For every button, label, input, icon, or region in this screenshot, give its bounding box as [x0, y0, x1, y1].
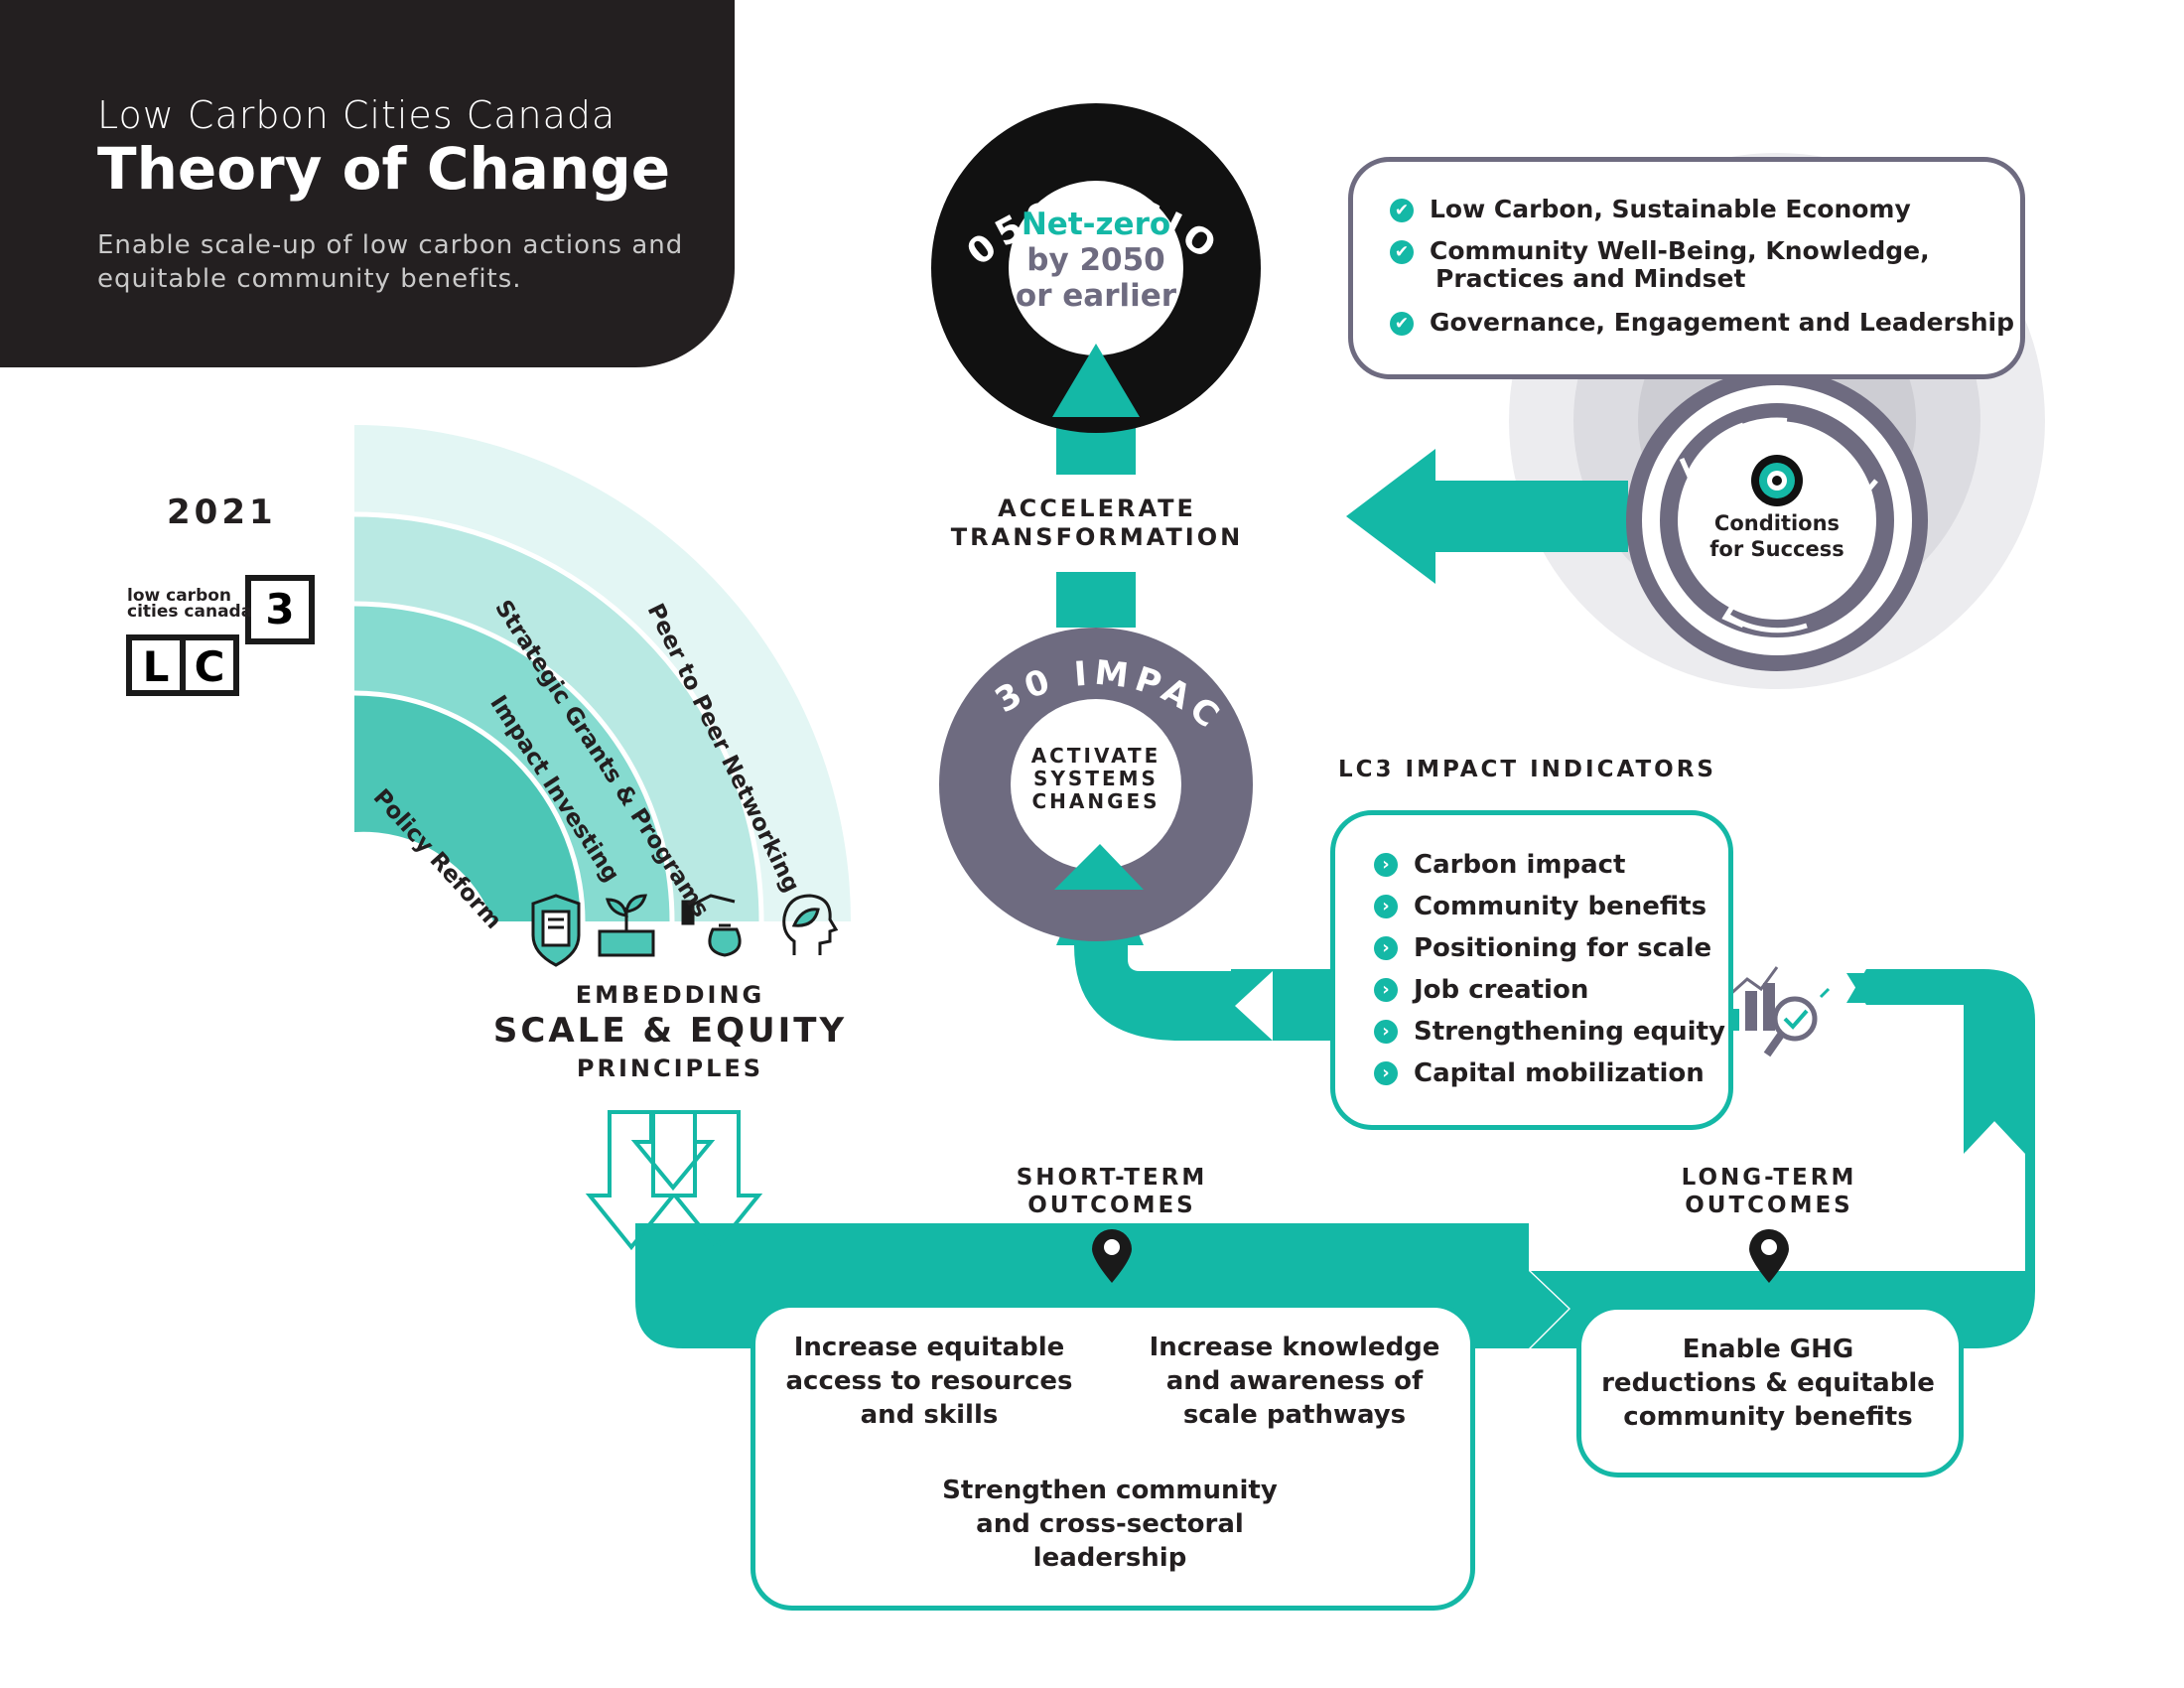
vision-line3: or earlier — [1015, 278, 1177, 314]
short-term-label: SHORT-TERM OUTCOMES — [983, 1164, 1241, 1219]
vision-statement: Net-zero by 2050 or earlier — [1007, 207, 1185, 314]
vision-line1: Net-zero — [1021, 207, 1171, 242]
impact-statement: ACTIVATE SYSTEMS CHANGES — [1013, 745, 1179, 813]
conditions-circle — [1626, 369, 1928, 671]
short-term-knowledge-line2: and awareness of — [1165, 1366, 1424, 1396]
conditions-circle-line2: for Success — [1709, 537, 1844, 561]
page-title: Theory of Change — [97, 135, 671, 203]
accelerate-line2: TRANSFORMATION — [950, 523, 1244, 551]
long-term-loop — [1846, 973, 2029, 1152]
chevron-right-icon: › — [1374, 978, 1398, 1002]
map-pin-icon — [1749, 1229, 1789, 1283]
logo-text-line1: low carbon — [127, 586, 232, 606]
short-term-access-line3: and skills — [860, 1400, 999, 1430]
map-pin-icon — [1092, 1229, 1132, 1283]
logo-text-line2: cities canada — [127, 602, 253, 622]
chevron-right-icon: › — [1374, 1020, 1398, 1044]
conditions-arrow — [1346, 449, 1628, 584]
organization-name: Low Carbon Cities Canada — [97, 93, 616, 137]
short-term-outcome-knowledge: Increase knowledge and awareness of scal… — [1140, 1331, 1449, 1432]
indicator-item: Community benefits — [1414, 892, 1707, 921]
long-term-label-line1: LONG-TERM — [1681, 1165, 1857, 1191]
principles-caption-top: EMBEDDING — [575, 981, 765, 1009]
impact-line1: ACTIVATE — [1030, 744, 1161, 768]
year-label: 2021 — [167, 492, 277, 532]
conditions-circle-line1: Conditions — [1713, 511, 1841, 535]
cycle-arrows-icon — [1679, 422, 1878, 633]
chevron-right-icon: › — [1374, 1061, 1398, 1085]
logo-letter-c: C — [194, 642, 225, 691]
impact-line3: CHANGES — [1031, 789, 1160, 813]
condition-item-2-cont: Practices and Mindset — [1435, 264, 1746, 293]
target-icon — [1751, 455, 1803, 506]
principles-caption-bottom: PRINCIPLES — [576, 1055, 764, 1082]
short-term-box — [751, 1303, 1475, 1611]
principles-down-arrows — [585, 1110, 763, 1251]
condition-item-3: Governance, Engagement and Leadership — [1430, 308, 2015, 337]
short-term-label-line2: OUTCOMES — [1027, 1193, 1196, 1218]
logo-wordmark: low carbon cities canada — [127, 586, 253, 622]
check-icon: ✔ — [1390, 199, 1414, 222]
logo-letter-l: L — [142, 642, 170, 691]
hand-money-bag-icon — [681, 894, 742, 957]
short-term-access-line2: access to resources — [785, 1366, 1073, 1396]
long-term-line2: reductions & equitable — [1601, 1368, 1935, 1398]
indicator-item: Job creation — [1414, 975, 1589, 1005]
condition-item-2: Community Well-Being, Knowledge, — [1430, 236, 1930, 265]
indicator-item: Carbon impact — [1414, 850, 1626, 880]
condition-item-1: Low Carbon, Sustainable Economy — [1430, 195, 1911, 223]
short-term-outcome-leadership: Strengthen community and cross-sectoral … — [931, 1474, 1289, 1575]
long-term-label: LONG-TERM OUTCOMES — [1640, 1164, 1898, 1219]
long-term-outcome: Enable GHG reductions & equitable commun… — [1584, 1333, 1952, 1434]
indicator-item: Capital mobilization — [1414, 1058, 1705, 1088]
short-term-leadership-line3: leadership — [1032, 1543, 1187, 1573]
short-term-leadership-line1: Strengthen community — [942, 1476, 1278, 1505]
analytics-icon — [1725, 966, 1831, 1057]
lc3-logo — [126, 575, 315, 696]
indicators-title: LC3 IMPACT INDICATORS — [1338, 757, 1716, 782]
long-term-line1: Enable GHG — [1682, 1335, 1854, 1364]
short-term-leadership-line2: and cross-sectoral — [976, 1509, 1244, 1539]
accelerate-line1: ACCELERATE — [998, 494, 1196, 522]
accelerate-label: ACCELERATE TRANSFORMATION — [913, 494, 1281, 552]
logo-number-3: 3 — [265, 585, 295, 633]
chevron-right-icon: › — [1374, 853, 1398, 877]
long-term-line3: community benefits — [1623, 1402, 1913, 1432]
conditions-circle-label: Conditions for Success — [1688, 510, 1866, 562]
page-subtitle: Enable scale-up of low carbon actions an… — [97, 230, 684, 294]
levers-fan — [353, 425, 851, 922]
check-icon: ✔ — [1390, 312, 1414, 336]
head-leaf-icon — [782, 894, 839, 955]
header-panel: Low Carbon Cities Canada Theory of Chang… — [0, 0, 735, 367]
short-term-knowledge-line1: Increase knowledge — [1149, 1333, 1440, 1362]
impact-line2: SYSTEMS — [1033, 767, 1159, 790]
check-icon: ✔ — [1390, 240, 1414, 264]
short-term-outcome-access: Increase equitable access to resources a… — [772, 1331, 1086, 1432]
long-term-label-line2: OUTCOMES — [1685, 1193, 1853, 1218]
short-term-label-line1: SHORT-TERM — [1016, 1165, 1208, 1191]
conditions-list-box — [1348, 157, 2025, 379]
long-term-box — [1576, 1305, 1964, 1477]
principles-caption-main: SCALE & EQUITY — [492, 1011, 848, 1051]
indicator-item: Strengthening equity — [1414, 1017, 1725, 1047]
short-term-access-line1: Increase equitable — [793, 1333, 1065, 1362]
shield-document-icon — [531, 894, 581, 967]
vision-line2: by 2050 — [1026, 242, 1165, 278]
chevron-right-icon: › — [1374, 936, 1398, 960]
chevron-right-icon: › — [1374, 895, 1398, 918]
short-term-knowledge-line3: scale pathways — [1182, 1400, 1407, 1430]
indicator-item: Positioning for scale — [1414, 933, 1712, 963]
money-plant-icon — [598, 894, 655, 957]
